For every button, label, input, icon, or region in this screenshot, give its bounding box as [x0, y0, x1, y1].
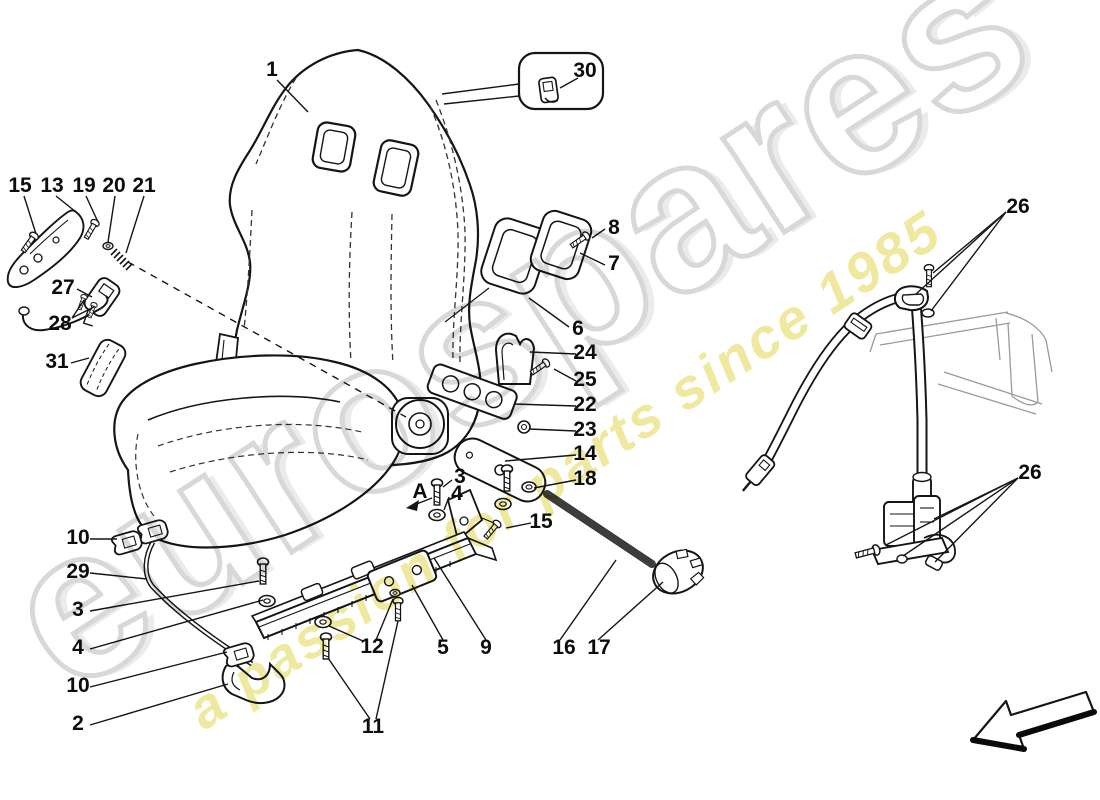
belt-guide-bezels-drawing [444, 209, 593, 385]
seat-cushion-drawing [113, 354, 406, 549]
inset-box [441, 51, 605, 111]
belt-buckle-parts-drawing [6, 209, 133, 398]
seatbelt-drawing [741, 263, 935, 492]
direction-arrow [970, 690, 1097, 752]
leader-lines [23, 77, 1019, 726]
recliner-mechanism-drawing [391, 363, 547, 542]
tilt-rod-and-knob-drawing [543, 490, 705, 595]
car-body-sketch [869, 311, 1053, 415]
seat-rails-drawing [109, 517, 498, 705]
